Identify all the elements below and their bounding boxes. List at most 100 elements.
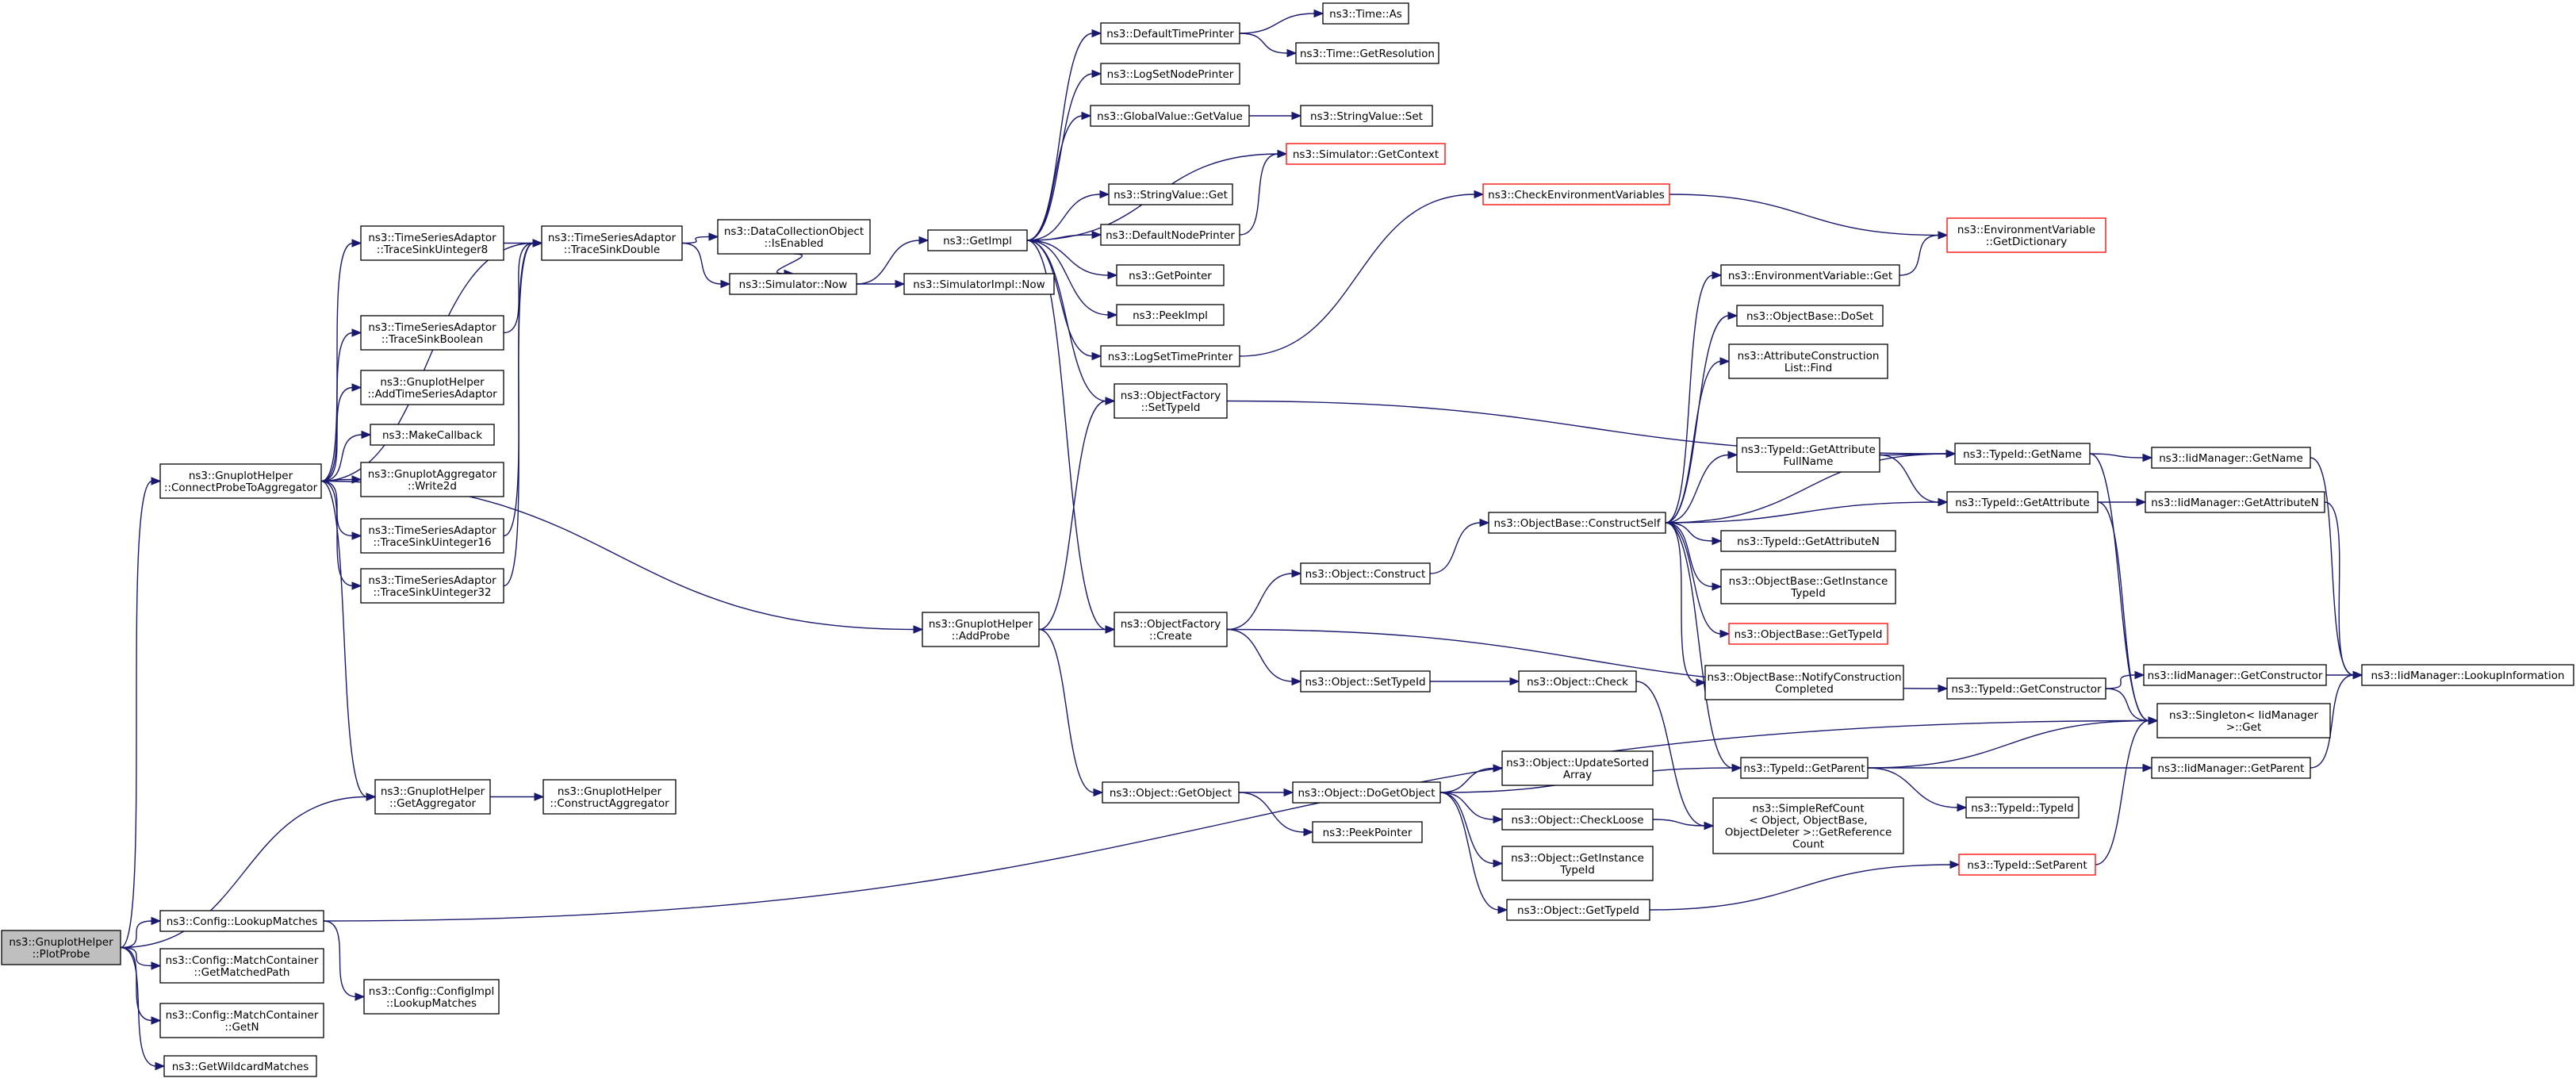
node-timeres[interactable]: ns3::Time::GetResolution xyxy=(1295,42,1439,64)
node-simnow[interactable]: ns3::Simulator::Now xyxy=(729,273,857,295)
arrowhead xyxy=(1313,9,1324,18)
node-label: Array xyxy=(1563,769,1592,781)
node-label: ns3::Object::Construct xyxy=(1305,568,1426,581)
node-tsbool[interactable]: ns3::TimeSeriesAdaptor::TraceSinkBoolean xyxy=(360,315,504,351)
node-box xyxy=(1488,512,1666,534)
node-obcs[interactable]: ns3::ObjectBase::ConstructSelf xyxy=(1488,512,1666,534)
node-wild[interactable]: ns3::GetWildcardMatches xyxy=(163,1055,317,1077)
node-obdoset[interactable]: ns3::ObjectBase::DoSet xyxy=(1736,305,1884,327)
node-obncc[interactable]: ns3::ObjectBase::NotifyConstructionCompl… xyxy=(1704,665,1904,700)
node-lsnp[interactable]: ns3::LogSetNodePrinter xyxy=(1100,63,1240,85)
node-tiga[interactable]: ns3::TypeId::GetAttribute xyxy=(1946,491,2099,513)
node-cagg[interactable]: ns3::GnuplotHelper::ConstructAggregator xyxy=(542,779,677,815)
arrowhead xyxy=(1949,860,1961,869)
node-tigp[interactable]: ns3::TypeId::GetParent xyxy=(1740,757,1869,779)
node-tsu32[interactable]: ns3::TimeSeriesAdaptor::TraceSinkUintege… xyxy=(360,568,504,604)
node-peekptr[interactable]: ns3::PeekPointer xyxy=(1312,821,1423,843)
node-objget[interactable]: ns3::Object::GetObject xyxy=(1102,781,1240,804)
node-tigc[interactable]: ns3::TypeId::GetConstructor xyxy=(1946,677,2106,700)
node-svget[interactable]: ns3::StringValue::Get xyxy=(1108,183,1233,205)
node-iidlookup[interactable]: ns3::IidManager::LookupInformation xyxy=(2361,664,2574,686)
node-box xyxy=(1286,143,1446,165)
node-box xyxy=(1954,443,2091,465)
node-mcb[interactable]: ns3::MakeCallback xyxy=(370,424,495,446)
node-dnp[interactable]: ns3::DefaultNodePrinter xyxy=(1100,224,1240,246)
node-gmp[interactable]: ns3::Config::MatchContainer::GetMatchedP… xyxy=(159,948,324,984)
node-iidgname[interactable]: ns3::IidManager::GetName xyxy=(2151,447,2311,469)
node-envdict[interactable]: ns3::EnvironmentVariable::GetDictionary xyxy=(1946,217,2106,253)
node-label: ns3::TypeId::GetAttribute xyxy=(1741,443,1876,456)
arrowhead xyxy=(351,239,362,247)
node-simimplnow[interactable]: ns3::SimulatorImpl::Now xyxy=(903,273,1055,295)
node-getptr[interactable]: ns3::GetPointer xyxy=(1116,264,1225,286)
node-srcgrc[interactable]: ns3::SimpleRefCount< Object, ObjectBase,… xyxy=(1712,797,1904,854)
node-peekimpl[interactable]: ns3::PeekImpl xyxy=(1116,304,1225,326)
arrowhead xyxy=(1945,449,1957,459)
node-iidgctor[interactable]: ns3::IidManager::GetConstructor xyxy=(2143,664,2327,686)
node-box xyxy=(159,1003,324,1038)
node-objcl[interactable]: ns3::Object::CheckLoose xyxy=(1501,808,1654,831)
node-dtp[interactable]: ns3::DefaultTimePrinter xyxy=(1100,22,1240,44)
node-tisp[interactable]: ns3::TypeId::SetParent xyxy=(1958,854,2096,876)
node-dco[interactable]: ns3::DataCollectionObject::IsEnabled xyxy=(717,219,871,255)
node-titid[interactable]: ns3::TypeId::TypeId xyxy=(1965,796,2080,819)
node-objcheck[interactable]: ns3::Object::Check xyxy=(1518,670,1637,693)
node-label: ns3::GnuplotHelper xyxy=(380,376,485,389)
arrowhead xyxy=(1091,29,1102,38)
node-tigname[interactable]: ns3::TypeId::GetName xyxy=(1954,443,2091,465)
node-svset[interactable]: ns3::StringValue::Set xyxy=(1300,105,1433,127)
edge-iidgname-to-iidlookup xyxy=(2310,457,2355,676)
node-objgti[interactable]: ns3::Object::GetTypeId xyxy=(1506,899,1650,921)
node-w2d[interactable]: ns3::GnuplotAggregator::Write2d xyxy=(360,462,504,497)
arrowhead xyxy=(1277,149,1288,159)
node-ctpa[interactable]: ns3::GnuplotHelper::ConnectProbeToAggreg… xyxy=(159,463,322,499)
node-getagg[interactable]: ns3::GnuplotHelper::GetAggregator xyxy=(374,779,491,815)
node-label: ns3::IidManager::LookupInformation xyxy=(2371,670,2564,682)
node-tsu8[interactable]: ns3::TimeSeriesAdaptor::TraceSinkUintege… xyxy=(360,225,504,261)
node-cfgLM[interactable]: ns3::Config::ConfigImpl::LookupMatches xyxy=(363,979,500,1015)
node-addprobe[interactable]: ns3::GnuplotHelper::AddProbe xyxy=(922,612,1040,647)
node-label: ns3::Object::CheckLoose xyxy=(1511,814,1643,827)
node-obgti[interactable]: ns3::ObjectBase::GetTypeId xyxy=(1728,623,1888,645)
arrowhead xyxy=(2352,670,2363,680)
node-tsdbl[interactable]: ns3::TimeSeriesAdaptor::TraceSinkDouble xyxy=(541,225,683,261)
node-box xyxy=(1736,305,1884,327)
node-box xyxy=(927,229,1028,251)
node-lookupM[interactable]: ns3::Config::LookupMatches xyxy=(159,910,324,932)
node-addtsa[interactable]: ns3::GnuplotHelper::AddTimeSeriesAdaptor xyxy=(360,370,504,405)
node-objsti[interactable]: ns3::Object::SetTypeId xyxy=(1300,670,1431,693)
node-root[interactable]: ns3::GnuplotHelper::PlotProbe xyxy=(1,930,121,965)
arrowhead xyxy=(1727,311,1738,320)
node-box xyxy=(541,225,683,261)
node-objconstruct[interactable]: ns3::Object::Construct xyxy=(1300,562,1431,585)
node-objdgo[interactable]: ns3::Object::DoGetObject xyxy=(1292,781,1441,804)
node-iidgparent[interactable]: ns3::IidManager::GetParent xyxy=(2151,757,2311,779)
node-simctx[interactable]: ns3::Simulator::GetContext xyxy=(1286,143,1446,165)
arrowhead xyxy=(151,916,162,926)
node-ofcreate[interactable]: ns3::ObjectFactory::Create xyxy=(1114,612,1228,647)
node-envget[interactable]: ns3::EnvironmentVariable::Get xyxy=(1720,264,1900,286)
edge-getimpl-to-getptr xyxy=(1026,240,1110,276)
node-lstp[interactable]: ns3::LogSetTimePrinter xyxy=(1100,345,1240,367)
node-tigan[interactable]: ns3::TypeId::GetAttributeN xyxy=(1720,530,1896,552)
node-label: ns3::SimpleRefCount xyxy=(1752,803,1864,815)
node-box xyxy=(360,518,504,554)
node-getn[interactable]: ns3::Config::MatchContainer::GetN xyxy=(159,1003,324,1038)
node-box xyxy=(1501,808,1654,831)
node-checkenv[interactable]: ns3::CheckEnvironmentVariables xyxy=(1482,183,1670,205)
node-singget[interactable]: ns3::Singleton< IidManager>::Get xyxy=(2156,703,2331,739)
node-timeas[interactable]: ns3::Time::As xyxy=(1322,2,1409,25)
node-getimpl[interactable]: ns3::GetImpl xyxy=(927,229,1028,251)
node-ofsti[interactable]: ns3::ObjectFactory::SetTypeId xyxy=(1114,383,1228,419)
node-tsu16[interactable]: ns3::TimeSeriesAdaptor::TraceSinkUintege… xyxy=(360,518,504,554)
node-label: ::TraceSinkUinteger8 xyxy=(377,244,488,256)
node-box xyxy=(159,463,322,499)
node-iidgattn[interactable]: ns3::IidManager::GetAttributeN xyxy=(2145,491,2325,513)
node-gvget[interactable]: ns3::GlobalValue::GetValue xyxy=(1090,105,1250,127)
node-label: ::PlotProbe xyxy=(33,948,90,961)
